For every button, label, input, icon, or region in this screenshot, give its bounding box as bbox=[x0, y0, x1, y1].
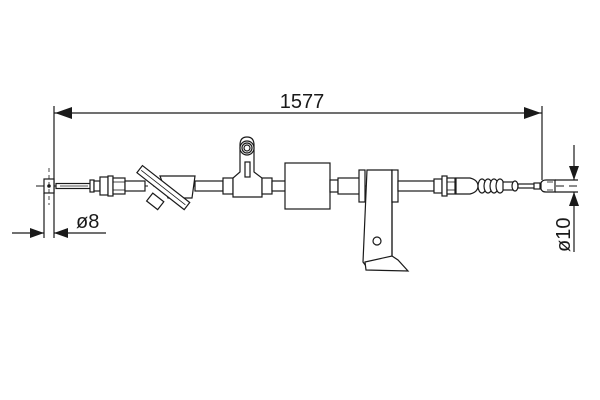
inner-wire bbox=[533, 182, 541, 190]
cable-sheath bbox=[397, 180, 435, 192]
arrow-right-icon bbox=[524, 107, 541, 119]
mounting-eye-bracket bbox=[222, 136, 273, 198]
arrow-down-icon bbox=[569, 166, 579, 180]
arrow-left-icon bbox=[54, 228, 68, 238]
rubber-boot bbox=[477, 178, 519, 194]
arrow-right-icon bbox=[30, 228, 44, 238]
cable-sheath bbox=[194, 180, 224, 192]
cable-sheath bbox=[271, 180, 287, 192]
left-diameter-dimension: ø8 bbox=[12, 211, 106, 238]
right-adjuster bbox=[433, 175, 479, 197]
left-end-fitting bbox=[43, 168, 146, 238]
cable-sheath bbox=[329, 179, 339, 193]
grommet-block bbox=[284, 162, 331, 210]
right-end-fitting bbox=[540, 179, 556, 193]
right-diameter-label: ø10 bbox=[553, 218, 575, 252]
length-dimension: 1577 bbox=[53, 91, 543, 238]
length-label: 1577 bbox=[280, 91, 325, 113]
left-diameter-label: ø8 bbox=[76, 211, 99, 233]
angled-clip bbox=[136, 164, 196, 211]
cable-sheath bbox=[337, 177, 361, 195]
arrow-left-icon bbox=[55, 107, 72, 119]
arrow-up-icon bbox=[569, 192, 579, 206]
clip-bracket bbox=[358, 169, 410, 272]
right-diameter-dimension: ø10 bbox=[553, 145, 579, 252]
